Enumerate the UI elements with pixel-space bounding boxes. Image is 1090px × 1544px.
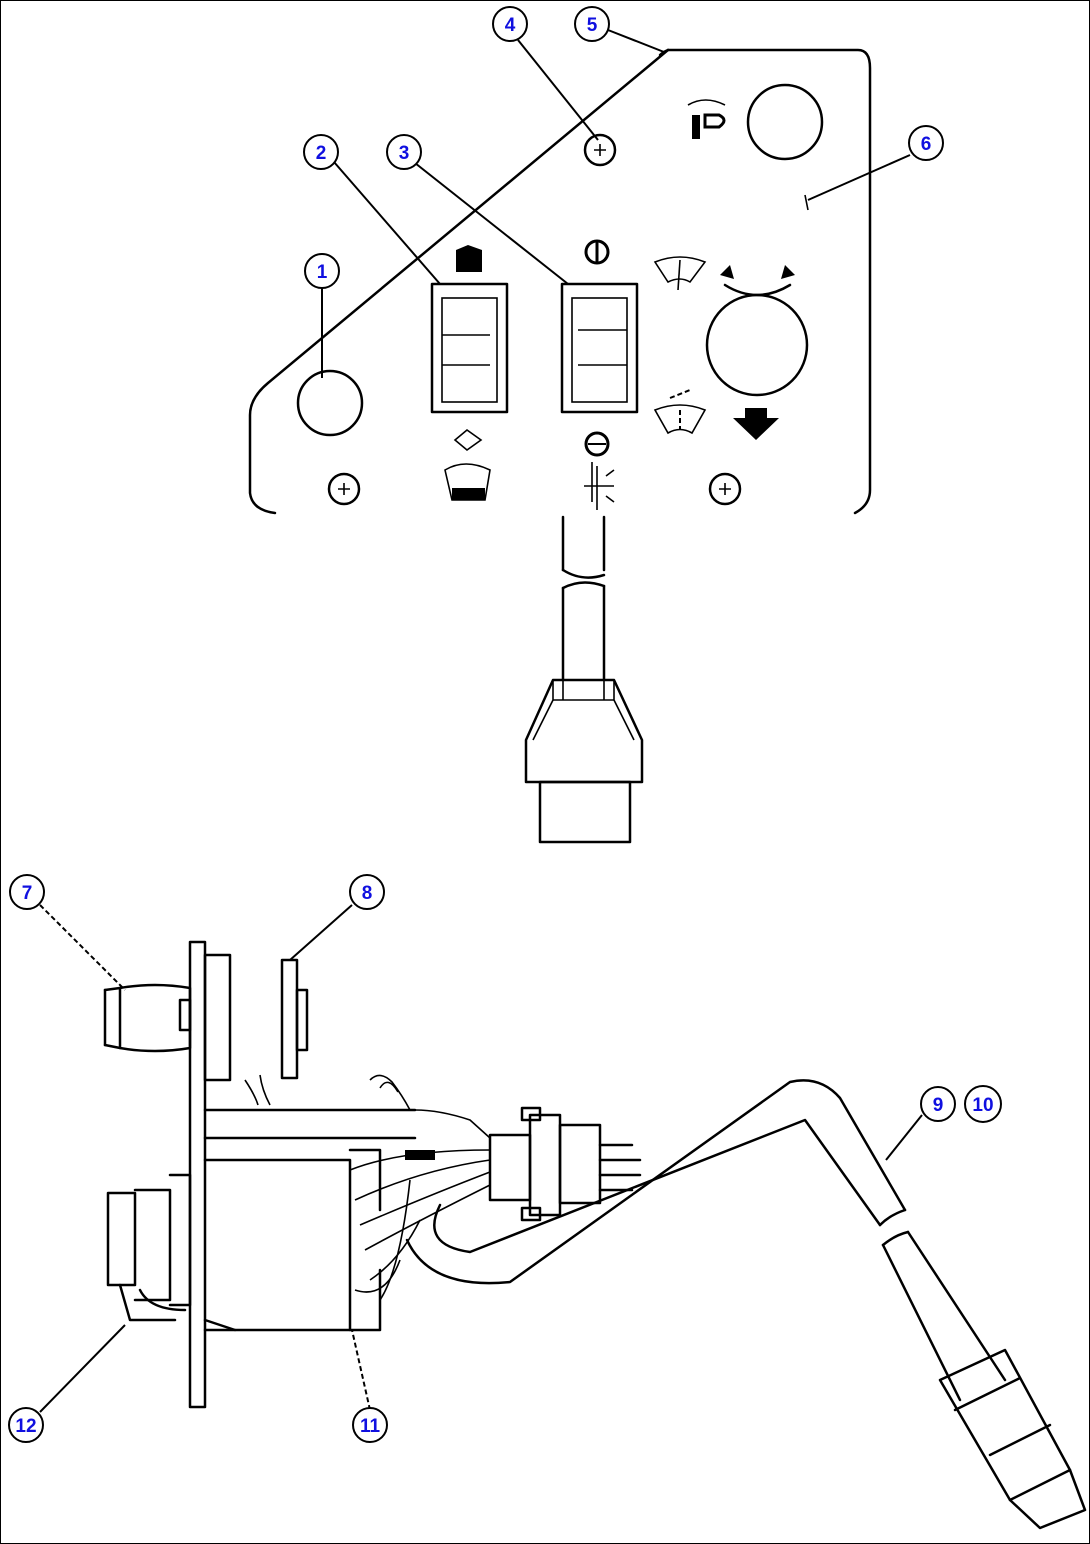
left-knob [296,369,364,437]
wiper-knob [705,293,809,397]
screw-right [708,472,742,506]
svg-text:6: 6 [921,134,932,155]
lever-icon [687,99,726,139]
top-right-knob [746,83,824,161]
svg-text:11: 11 [360,1416,381,1437]
screw-left [327,472,361,506]
light-icon [584,431,615,510]
down-arrow-icon [733,408,779,440]
svg-text:9: 9 [933,1095,944,1116]
screw-top [583,133,617,167]
svg-text:12: 12 [15,1416,36,1437]
panel-side-view [103,940,417,1409]
callout-8: 8 [349,874,385,910]
callout-11: 11 [352,1407,388,1443]
callout-10: 10 [964,1085,1002,1123]
svg-text:4: 4 [505,15,516,36]
svg-text:2: 2 [316,143,327,164]
svg-text:3: 3 [399,143,410,164]
output-cable [405,1079,1087,1530]
svg-text:5: 5 [587,15,598,36]
svg-text:10: 10 [972,1095,993,1116]
svg-text:7: 7 [22,883,33,904]
callout-6: 6 [908,125,944,161]
svg-text:1: 1 [317,262,328,283]
heater-icon [444,428,491,501]
cable-connector [524,678,644,844]
callout-5: 5 [574,6,610,42]
callout-3: 3 [386,134,422,170]
panel-cable [561,515,606,682]
svg-text:8: 8 [362,883,373,904]
callout-9: 9 [920,1086,956,1122]
harness-connector [488,1106,642,1222]
rocker-switch-2 [430,282,509,414]
panel-edge-mark [804,194,809,211]
callout-7: 7 [9,874,45,910]
callout-4: 4 [492,6,528,42]
rotate-icon [720,265,795,297]
callout-1: 1 [304,253,340,289]
washer-icon [653,389,707,435]
callout-12: 12 [8,1407,44,1443]
switch-panel-front [248,48,872,515]
wiper-icon [653,256,707,291]
wire-bundle [244,1074,491,1301]
leader-lines [39,29,923,1413]
callout-2: 2 [303,134,339,170]
horn-icon [456,245,482,272]
rocker-switch-3 [560,282,639,414]
work-light-icon [584,239,610,265]
